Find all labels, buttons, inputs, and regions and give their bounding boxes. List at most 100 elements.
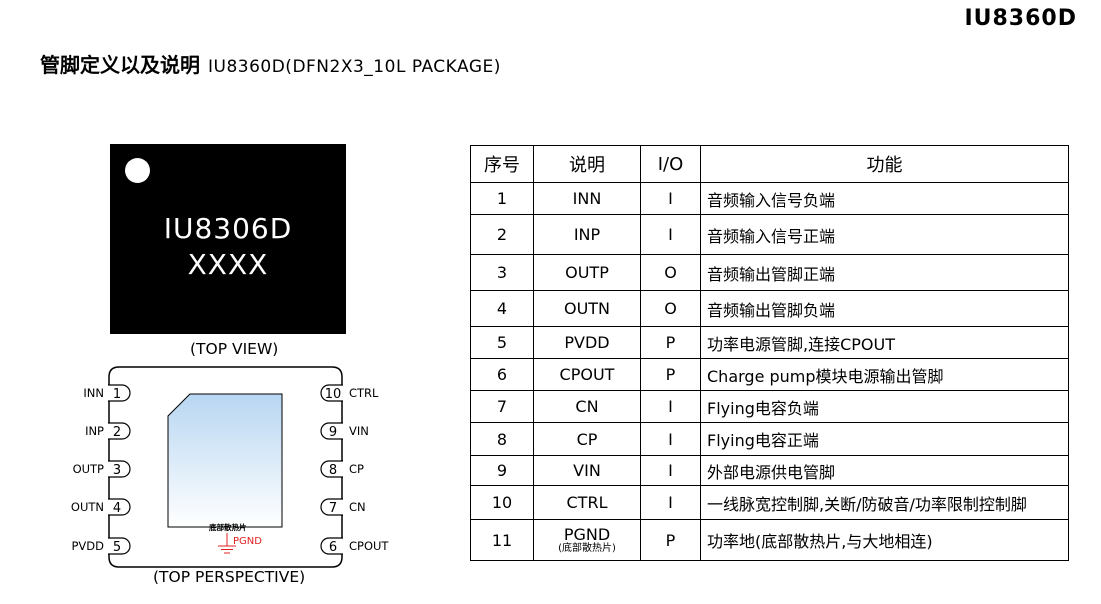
cell-name-text: CPOUT: [559, 365, 615, 384]
cell-io: P: [640, 519, 701, 561]
cell-name: CP: [533, 422, 641, 456]
cell-no: 2: [470, 214, 534, 255]
cell-name-text: INN: [572, 189, 602, 208]
pin-number: 3: [113, 463, 121, 478]
cell-no-text: 1: [496, 189, 508, 208]
cell-name: CPOUT: [533, 358, 641, 391]
cell-function-text: 一线脉宽控制脚,关断/防破音/功率限制控制脚: [707, 494, 1027, 514]
cell-name: INN: [533, 182, 641, 215]
cell-function-text: 功率电源管脚,连接CPOUT: [707, 334, 895, 354]
cell-no-text: 9: [496, 461, 508, 480]
cell-name: CTRL: [533, 485, 641, 520]
cell-io: I: [640, 182, 701, 215]
cell-io-text: I: [668, 493, 673, 512]
header-function: 功能: [700, 145, 1069, 183]
table-row: 9 VIN I 外部电源供电管脚: [470, 455, 1069, 486]
cell-no: 10: [470, 485, 534, 520]
exposed-pad-label: 底部散热片: [209, 522, 247, 532]
pin-pad: [320, 537, 343, 555]
cell-no: 5: [470, 326, 534, 359]
section-title-cn: 管脚定义以及说明: [40, 53, 200, 77]
table-row: 10 CTRL I 一线脉宽控制脚,关断/防破音/功率限制控制脚: [470, 485, 1069, 520]
pin-number: 8: [329, 463, 337, 478]
cell-function: Flying电容负端: [700, 390, 1069, 423]
cell-io-text: I: [668, 189, 673, 208]
pin-number: 1: [113, 387, 121, 402]
cell-io-text: P: [665, 530, 676, 550]
pin-name: CPOUT: [349, 539, 389, 553]
cell-no-text: 4: [496, 299, 508, 318]
cell-no-text: 3: [496, 263, 508, 282]
cell-no: 6: [470, 358, 534, 391]
top-view-caption: (TOP VIEW): [190, 340, 279, 358]
cell-io-text: O: [664, 263, 677, 282]
cell-io-text: I: [668, 225, 673, 244]
pin-pad: [320, 422, 343, 440]
cell-function: Charge pump模块电源输出管脚: [700, 358, 1069, 391]
cell-name-text: PVDD: [564, 333, 610, 352]
cell-io: I: [640, 485, 701, 520]
cell-io: O: [640, 254, 701, 291]
cell-no: 1: [470, 182, 534, 215]
cell-no: 11: [470, 519, 534, 561]
cell-no: 3: [470, 254, 534, 291]
pin-number: 9: [329, 425, 337, 440]
cell-name: PGND(底部散热片): [533, 519, 641, 561]
cell-name-text: CN: [575, 397, 599, 416]
pin1-marker-dot: [125, 158, 150, 183]
pin-name: INP: [85, 424, 104, 438]
cell-io-text: P: [665, 333, 676, 352]
cell-function-text: 外部电源供电管脚: [707, 462, 836, 482]
cell-no: 9: [470, 455, 534, 486]
pgnd-label: PGND: [233, 536, 262, 547]
cell-name-text: INP: [573, 225, 601, 244]
cell-no-text: 5: [496, 333, 508, 352]
pin-name: VIN: [349, 424, 369, 438]
cell-name-text: VIN: [573, 461, 601, 480]
pin-number: 5: [113, 540, 121, 555]
cell-name: OUTP: [533, 254, 641, 291]
cell-function-text: 音频输出管脚负端: [707, 300, 836, 320]
cell-no-text: 8: [496, 429, 508, 449]
table-row: 11 PGND(底部散热片) P 功率地(底部散热片,与大地相连): [470, 519, 1069, 561]
cell-no-text: 6: [496, 365, 508, 384]
cell-name: VIN: [533, 455, 641, 486]
cell-io-text: P: [665, 365, 676, 384]
header-no: 序号: [470, 145, 534, 183]
cell-no-text: 2: [496, 225, 508, 244]
pin-name: OUTN: [71, 500, 104, 514]
chip-marking-line2: XXXX: [187, 248, 269, 281]
cell-function: 音频输出管脚负端: [700, 290, 1069, 327]
cell-function-text: 音频输出管脚正端: [707, 264, 836, 284]
header-io: I/O: [640, 145, 701, 183]
pin-pad: [108, 498, 131, 516]
cell-name: PVDD: [533, 326, 641, 359]
cell-io-text: I: [668, 461, 673, 480]
cell-name: CN: [533, 390, 641, 423]
cell-io: I: [640, 214, 701, 255]
cell-name-text: OUTN: [563, 299, 611, 318]
pin-number: 6: [329, 540, 337, 555]
cell-function: 一线脉宽控制脚,关断/防破音/功率限制控制脚: [700, 485, 1069, 520]
cell-io-text: O: [664, 299, 677, 318]
cell-no-text: 10: [491, 493, 513, 512]
table-row: 3 OUTP O 音频输出管脚正端: [470, 254, 1069, 291]
cell-function: 功率地(底部散热片,与大地相连): [700, 519, 1069, 561]
pin-number: 10: [325, 387, 342, 402]
cell-name-text: PGND: [563, 524, 611, 544]
cell-io: I: [640, 390, 701, 423]
cell-function-text: 功率地(底部散热片,与大地相连): [707, 532, 933, 551]
cell-function: 外部电源供电管脚: [700, 455, 1069, 486]
pin-pad: [320, 460, 343, 478]
cell-io-text: I: [668, 429, 673, 449]
cell-no-text: 11: [491, 530, 513, 550]
pin-pad: [320, 384, 343, 402]
cell-io-text: I: [668, 397, 673, 416]
pin-pad: [108, 422, 131, 440]
